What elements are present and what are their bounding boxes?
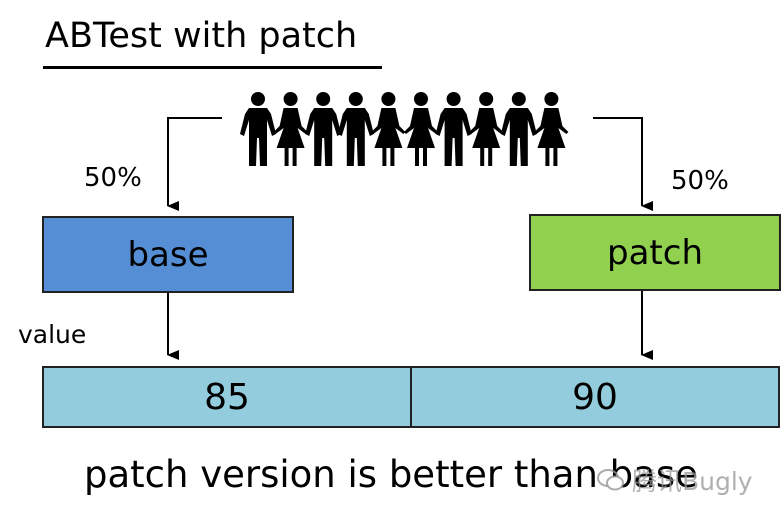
right-split-arrow xyxy=(593,117,653,211)
base-label: base xyxy=(127,234,209,275)
patch-value-cell: 90 xyxy=(410,368,778,426)
base-value: 85 xyxy=(204,376,250,418)
wechat-icon xyxy=(597,469,624,491)
base-value-cell: 85 xyxy=(44,368,410,426)
woman-person-icon xyxy=(469,92,504,166)
patch-value: 90 xyxy=(572,376,618,418)
value-bar: 85 90 xyxy=(42,366,780,428)
value-label: value xyxy=(18,320,87,349)
people-group xyxy=(240,92,569,166)
woman-person-icon xyxy=(534,92,569,166)
base-box: base xyxy=(42,216,294,293)
watermark: 腾讯Bugly xyxy=(596,462,753,498)
patch-box: patch xyxy=(529,214,781,291)
watermark-text: 腾讯Bugly xyxy=(632,467,753,496)
man-person-icon xyxy=(435,92,472,166)
left-split-arrow xyxy=(167,117,222,211)
woman-person-icon xyxy=(404,92,438,166)
diagram-title: ABTest with patch xyxy=(45,16,358,56)
title-underline xyxy=(43,66,382,69)
man-person-icon xyxy=(240,92,276,166)
conclusion-text: patch version is better than base xyxy=(84,453,698,496)
man-person-icon xyxy=(500,92,537,166)
woman-person-icon xyxy=(273,92,308,166)
patch-label: patch xyxy=(607,232,703,273)
woman-person-icon xyxy=(371,92,406,166)
man-person-icon xyxy=(305,92,342,166)
right-split-percent: 50% xyxy=(671,166,729,196)
man-person-icon xyxy=(337,92,374,166)
left-split-percent: 50% xyxy=(84,163,142,193)
